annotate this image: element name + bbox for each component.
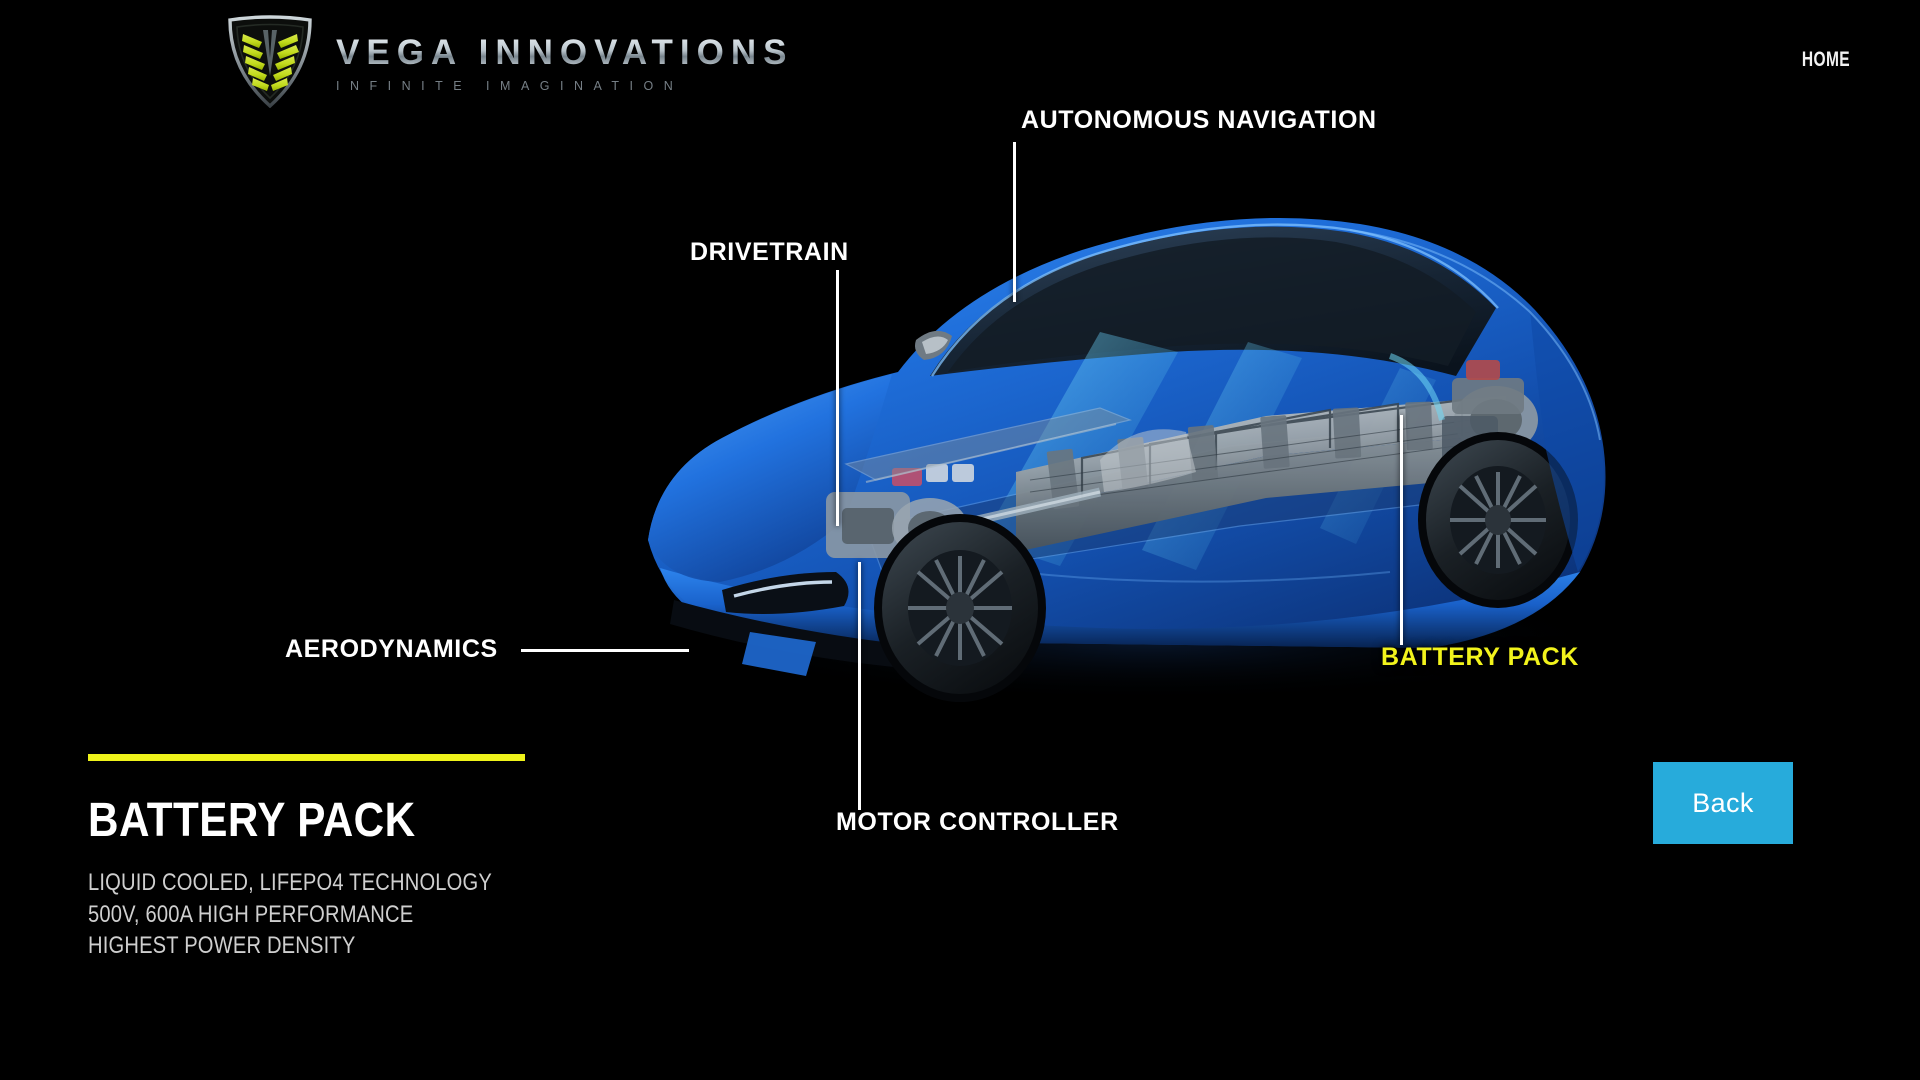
main-nav: HOME	[1785, 48, 1850, 72]
brand-lockup[interactable]: VEGA INNOVATIONS INFINITE IMAGINATION	[222, 14, 794, 109]
accent-rule	[88, 754, 525, 761]
callout-label: BATTERY PACK	[1381, 643, 1579, 671]
leader-line	[1400, 415, 1403, 645]
callout-label: DRIVETRAIN	[690, 238, 849, 266]
callout-label: AUTONOMOUS NAVIGATION	[1021, 106, 1377, 134]
spec-line-1: LIQUID COOLED, LIFEPO4 TECHNOLOGY	[88, 869, 493, 896]
leader-line	[836, 270, 839, 526]
panel-title: BATTERY PACK	[88, 794, 416, 847]
callout-label: AERODYNAMICS	[285, 635, 498, 663]
detail-info-panel: BATTERY PACK LIQUID COOLED, LIFEPO4 TECH…	[88, 754, 528, 962]
callout-label: MOTOR CONTROLLER	[836, 808, 1119, 836]
back-button[interactable]: Back	[1653, 762, 1793, 844]
nav-item-home[interactable]: HOME	[1801, 48, 1850, 71]
spec-line-2: 500V, 600A HIGH PERFORMANCE	[88, 900, 414, 928]
wordmark: VEGA INNOVATIONS INFINITE IMAGINATION	[336, 29, 794, 93]
brand-tagline: INFINITE IMAGINATION	[336, 78, 684, 93]
vega-shield-icon	[222, 14, 318, 109]
electric-sports-car-cutaway	[630, 120, 1700, 760]
callout-motor-controller[interactable]: MOTOR CONTROLLER	[836, 562, 1119, 836]
spec-line-3: HIGHEST POWER DENSITY	[88, 932, 356, 960]
leader-line	[521, 649, 689, 652]
leader-line	[858, 562, 861, 810]
page-header: VEGA INNOVATIONS INFINITE IMAGINATION HO…	[0, 0, 1920, 120]
callout-aerodynamics[interactable]: AERODYNAMICS	[285, 635, 689, 663]
callout-drivetrain[interactable]: DRIVETRAIN	[690, 238, 849, 526]
callout-battery-pack[interactable]: BATTERY PACK	[1381, 415, 1579, 671]
callout-autonomous-navigation[interactable]: AUTONOMOUS NAVIGATION	[1013, 106, 1377, 302]
brand-name: VEGA INNOVATIONS	[336, 33, 794, 73]
leader-line	[1013, 142, 1016, 302]
back-button-label: Back	[1692, 787, 1754, 818]
